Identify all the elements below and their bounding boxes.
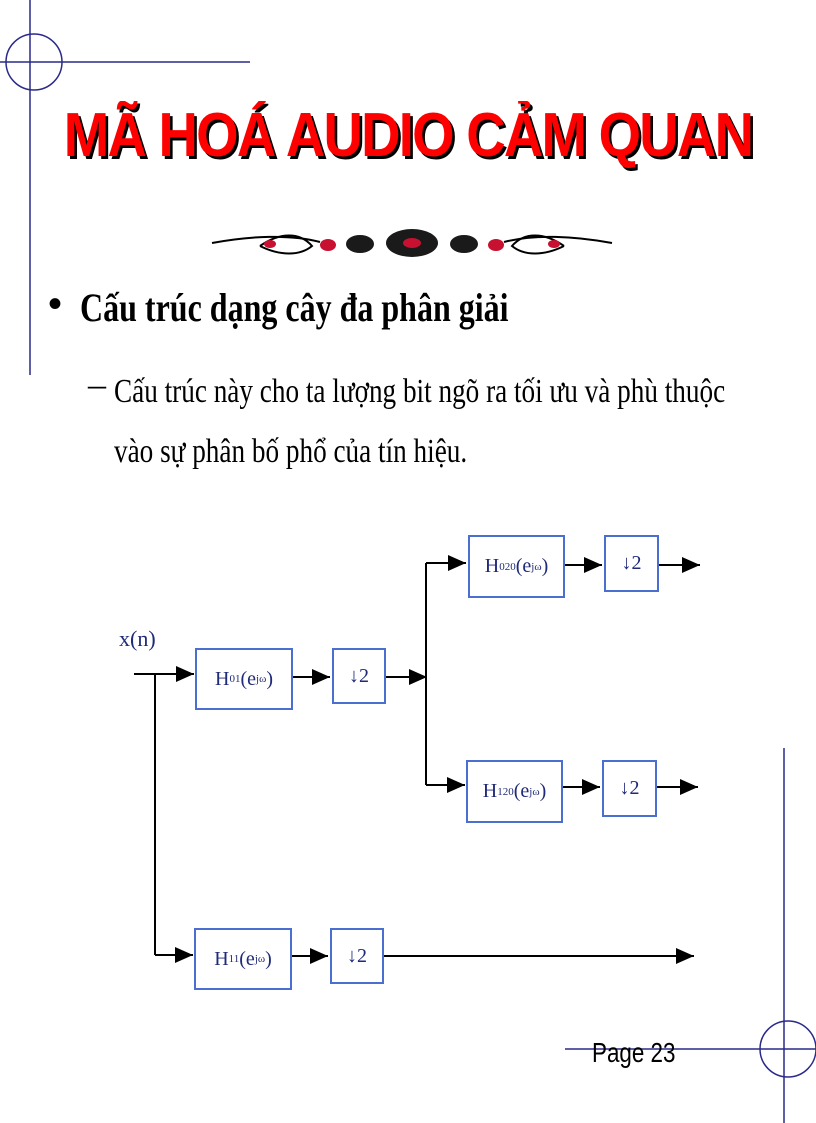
page-number: Page 23: [592, 1037, 676, 1068]
downsampler-box: ↓2: [602, 760, 657, 817]
downsampler-box: ↓2: [332, 648, 386, 704]
dash-icon: –: [88, 364, 106, 404]
downsampler-box: ↓2: [604, 535, 659, 592]
downsampler-box: ↓2: [330, 928, 384, 984]
bullet-icon: •: [48, 282, 63, 326]
frame-top-circle: [5, 33, 63, 91]
frame-bottom-circle: [759, 1020, 816, 1078]
sub-bullet-text: Cấu trúc này cho ta lượng bit ngõ ra tối…: [114, 373, 726, 470]
bullet-heading: Cấu trúc dạng cây đa phân giải: [80, 285, 509, 330]
slide-title: MÃ HOÁ AUDIO CẢM QUAN: [63, 101, 754, 170]
input-signal-label: x(n): [119, 626, 156, 651]
